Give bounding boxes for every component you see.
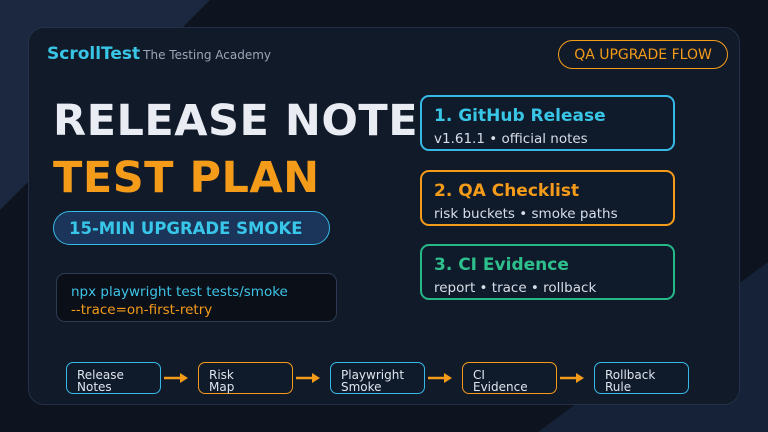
qa-upgrade-flow-badge: QA UPGRADE FLOW — [558, 40, 728, 69]
arrow-right-icon — [428, 373, 452, 383]
flow-label-line-1: CI — [473, 368, 485, 382]
step-subtitle: v1.61.1 • official notes — [434, 131, 588, 147]
arrow-right-icon — [164, 373, 188, 383]
brand: ScrollTest The Testing Academy — [47, 44, 271, 64]
step-card-ci-evidence: 3. CI Evidence report • trace • rollback — [420, 244, 675, 300]
command-line-1: npx playwright test tests/smoke — [71, 284, 288, 300]
command-box: npx playwright test tests/smoke --trace=… — [56, 273, 337, 322]
flow-label-line-2: Smoke — [341, 380, 382, 394]
flow-label-line-1: Rollback — [605, 368, 656, 382]
brand-subtitle: The Testing Academy — [143, 48, 272, 62]
flow-box-rollback-rule: Rollback Rule — [594, 362, 689, 394]
flow-label-line-2: Map — [209, 380, 235, 394]
title-line-1: RELEASE NOTE — [53, 96, 419, 146]
flow-box-release-notes: Release Notes — [66, 362, 161, 394]
step-card-qa-checklist: 2. QA Checklist risk buckets • smoke pat… — [420, 170, 675, 226]
smoke-badge: 15-MIN UPGRADE SMOKE — [53, 211, 330, 245]
flow-label-line-2: Rule — [605, 380, 632, 394]
command-line-2: --trace=on-first-retry — [71, 302, 213, 318]
arrow-right-icon — [296, 373, 320, 383]
step-subtitle: risk buckets • smoke paths — [434, 206, 618, 222]
title-line-2: TEST PLAN — [53, 153, 320, 203]
step-title: 2. QA Checklist — [434, 181, 580, 201]
brand-name: ScrollTest — [47, 44, 141, 64]
flow-label-line-1: Release — [77, 368, 124, 382]
flow-box-ci-evidence: CI Evidence — [462, 362, 557, 394]
flow-box-playwright-smoke: Playwright Smoke — [330, 362, 425, 394]
step-subtitle: report • trace • rollback — [434, 280, 597, 296]
step-card-github-release: 1. GitHub Release v1.61.1 • official not… — [420, 95, 675, 151]
flow-label-line-1: Risk — [209, 368, 234, 382]
flow-label-line-1: Playwright — [341, 368, 405, 382]
flow-label-line-2: Notes — [77, 380, 112, 394]
arrow-right-icon — [560, 373, 584, 383]
step-title: 1. GitHub Release — [434, 106, 606, 126]
flow-label-line-2: Evidence — [473, 380, 528, 394]
step-title: 3. CI Evidence — [434, 255, 569, 275]
flow-box-risk-map: Risk Map — [198, 362, 293, 394]
